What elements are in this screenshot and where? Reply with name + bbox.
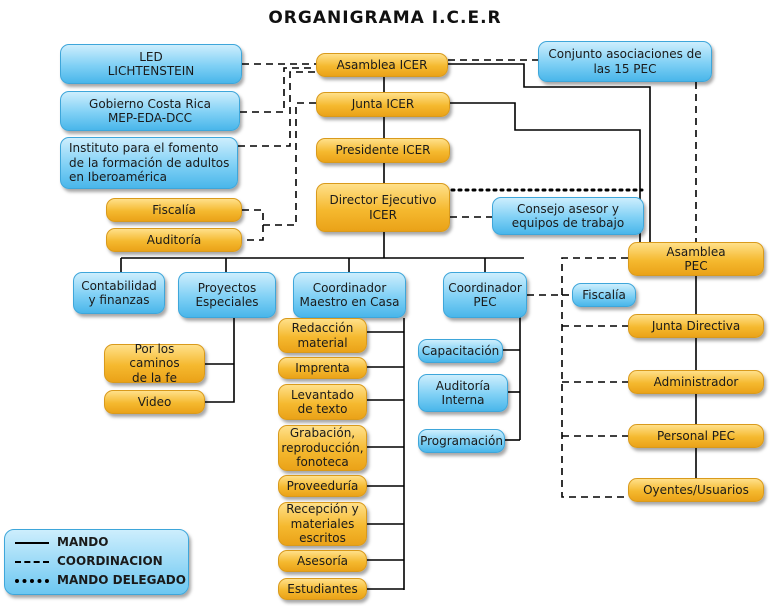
proveeduria-box: Proveeduría xyxy=(278,475,367,497)
director-ejecutivo-box: Director Ejecutivo ICER xyxy=(316,183,450,232)
instituto-fomento-box: Instituto para el fomento de la formació… xyxy=(60,137,238,189)
legend-mando: MANDO xyxy=(5,534,188,552)
contabilidad-finanzas-box: Contabilidad y finanzas xyxy=(73,272,165,314)
capacitacion-box: Capacitación xyxy=(418,339,503,363)
video-box: Video xyxy=(104,390,205,414)
programacion-box: Programación xyxy=(418,429,505,453)
dotted-line-swatch xyxy=(15,579,49,583)
fiscalia-icer-box: Fiscalía xyxy=(106,198,242,222)
gobierno-costa-rica-box: Gobierno Costa Rica MEP-EDA-DCC xyxy=(60,91,240,131)
administrador-box: Administrador xyxy=(628,370,764,394)
conjunto-asociaciones-box: Conjunto asociaciones de las 15 PEC xyxy=(538,41,712,82)
auditoria-interna-box: Auditoría Interna xyxy=(418,374,508,412)
recepcion-materiales-box: Recepción y materiales escritos xyxy=(278,502,367,546)
legend-mando-delegado: MANDO DELEGADO xyxy=(5,572,188,590)
legend: MANDO COORDINACION MANDO DELEGADO xyxy=(4,529,189,595)
junta-icer-box: Junta ICER xyxy=(316,92,450,117)
legend-mando-delegado-label: MANDO DELEGADO xyxy=(57,573,186,587)
auditoria-icer-box: Auditoría xyxy=(106,228,242,252)
legend-coordinacion: COORDINACION xyxy=(5,553,188,571)
fiscalia-pec-box: Fiscalía xyxy=(572,283,636,307)
caminos-fe-box: Por los caminos de la fe xyxy=(104,342,205,385)
chart-title: ORGANIGRAMA I.C.E.R xyxy=(268,8,502,28)
asamblea-pec-box: Asamblea PEC xyxy=(628,242,764,276)
asesoria-box: Asesoría xyxy=(278,550,367,572)
solid-line-swatch xyxy=(15,542,49,544)
legend-mando-label: MANDO xyxy=(57,535,109,549)
consejo-asesor-box: Consejo asesor y equipos de trabajo xyxy=(492,197,644,235)
imprenta-box: Imprenta xyxy=(278,357,367,379)
asamblea-icer-box: Asamblea ICER xyxy=(316,53,448,77)
oyentes-usuarios-box: Oyentes/Usuarios xyxy=(628,478,764,502)
coordinador-maestro-box: Coordinador Maestro en Casa xyxy=(293,272,406,318)
personal-pec-box: Personal PEC xyxy=(628,424,764,448)
estudiantes-box: Estudiantes xyxy=(278,578,367,600)
presidente-icer-box: Presidente ICER xyxy=(316,138,450,163)
levantado-texto-box: Levantado de texto xyxy=(278,384,367,420)
legend-coordinacion-label: COORDINACION xyxy=(57,554,163,568)
proyectos-especiales-box: Proyectos Especiales xyxy=(178,272,276,318)
coordinador-pec-box: Coordinador PEC xyxy=(443,272,527,318)
redaccion-material-box: Redacción material xyxy=(278,318,367,353)
grabacion-box: Grabación, reproducción, fonoteca xyxy=(278,425,367,471)
junta-directiva-box: Junta Directiva xyxy=(628,314,764,338)
dashed-line-swatch xyxy=(15,561,49,563)
led-lichtenstein-box: LED LICHTENSTEIN xyxy=(60,44,242,84)
